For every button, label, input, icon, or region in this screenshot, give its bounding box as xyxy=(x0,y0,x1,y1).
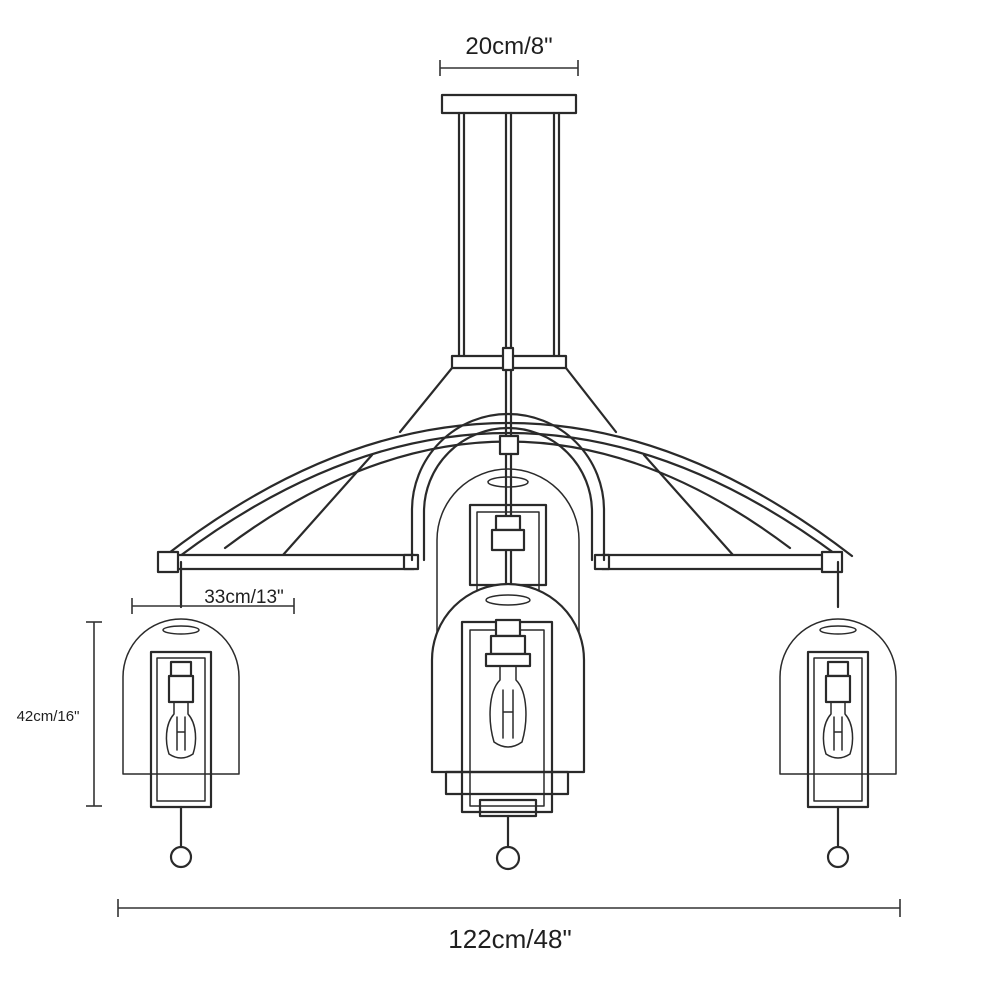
shade-diameter-label: 33cm/13" xyxy=(204,587,284,608)
shade-height-label: 42cm/16" xyxy=(17,708,80,725)
canopy-width-dimension xyxy=(439,60,579,76)
shade-diameter-dimension xyxy=(131,598,295,614)
chandelier-frame xyxy=(156,366,854,607)
canopy-width-label: 20cm/8" xyxy=(465,33,552,60)
canopy xyxy=(440,93,578,372)
shade-height-dimension xyxy=(86,621,102,807)
right-pendant xyxy=(778,560,898,869)
overall-width-dimension xyxy=(117,899,901,917)
overall-width-label: 122cm/48" xyxy=(448,924,571,954)
center-pendant xyxy=(430,582,586,871)
